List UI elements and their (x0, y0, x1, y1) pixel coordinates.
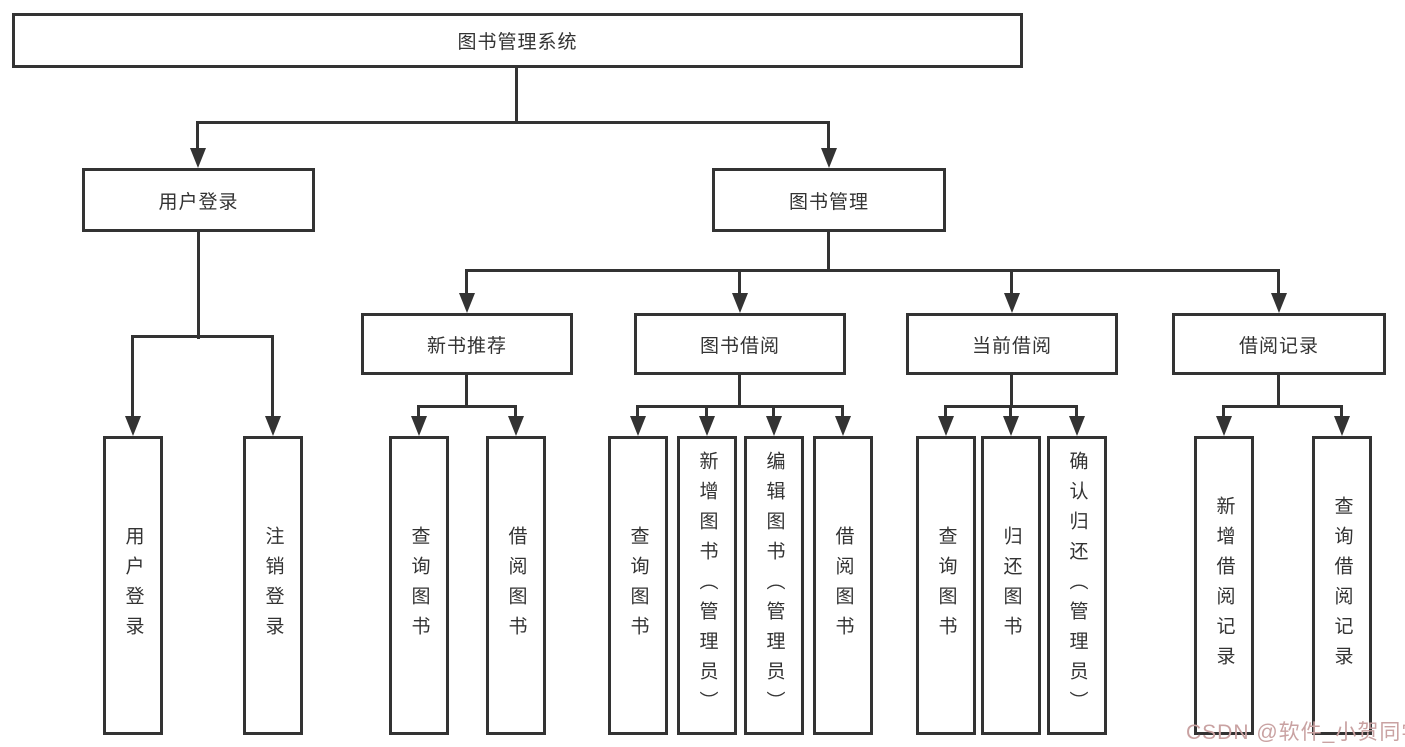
node-label: 新书推荐 (426, 335, 507, 357)
connector-line (465, 375, 468, 408)
leaf-label: 确认归还（管理员） (1066, 450, 1088, 721)
arrowhead-down-icon (766, 416, 782, 436)
leaf-label: 新增借阅记录 (1213, 495, 1235, 676)
node-label: 借阅记录 (1238, 335, 1319, 357)
arrowhead-down-icon (1003, 416, 1019, 436)
node-user-login: 用户登录 (82, 168, 315, 232)
connector-line (196, 121, 830, 124)
leaf-user-login: 用户登录 (103, 436, 163, 735)
leaf-label: 新增图书（管理员） (696, 450, 718, 721)
connector-line (1010, 375, 1013, 408)
leaf-add-borrow-record: 新增借阅记录 (1194, 436, 1254, 735)
leaf-borrow-books: 借阅图书 (813, 436, 873, 735)
connector-line (636, 405, 844, 408)
connector-line (841, 406, 844, 420)
node-label: 当前借阅 (971, 335, 1052, 357)
leaf-label: 借阅图书 (505, 525, 527, 646)
connector-line (1277, 270, 1280, 297)
connector-line (827, 232, 830, 272)
node-label: 图书管理 (788, 191, 869, 213)
arrowhead-down-icon (1004, 293, 1020, 313)
connector-line (738, 375, 741, 408)
arrowhead-down-icon (125, 416, 141, 436)
leaf-label: 借阅图书 (832, 525, 854, 646)
connector-line (772, 406, 775, 420)
node-borrowing-records: 借阅记录 (1172, 313, 1386, 375)
arrowhead-down-icon (732, 293, 748, 313)
connector-line (515, 68, 518, 123)
arrowhead-down-icon (1069, 416, 1085, 436)
leaf-query-borrow-record: 查询借阅记录 (1312, 436, 1372, 735)
connector-line (738, 270, 741, 297)
connector-line (417, 406, 420, 420)
leaf-label: 查询借阅记录 (1331, 495, 1353, 676)
node-label: 图书管理系统 (457, 32, 578, 53)
connector-line (1340, 406, 1343, 420)
arrowhead-down-icon (1334, 416, 1350, 436)
arrowhead-down-icon (508, 416, 524, 436)
connector-line (131, 336, 134, 420)
connector-line (1075, 406, 1078, 420)
connector-line (827, 121, 830, 152)
connector-line (944, 405, 1078, 408)
node-current-borrowing: 当前借阅 (906, 313, 1118, 375)
leaf-add-book-admin: 新增图书（管理员） (677, 436, 737, 735)
arrowhead-down-icon (1216, 416, 1232, 436)
leaf-borrow-books-recommend: 借阅图书 (486, 436, 546, 735)
connector-line (944, 406, 947, 420)
connector-line (417, 405, 517, 408)
arrowhead-down-icon (265, 416, 281, 436)
leaf-label: 用户登录 (122, 525, 144, 646)
connector-line (131, 335, 274, 338)
arrowhead-down-icon (630, 416, 646, 436)
connector-line (1222, 405, 1343, 408)
connector-line (1009, 406, 1012, 420)
leaf-query-books-recommend: 查询图书 (389, 436, 449, 735)
connector-line (465, 269, 1280, 272)
node-label: 用户登录 (158, 191, 239, 213)
arrowhead-down-icon (190, 148, 206, 168)
node-book-management: 图书管理 (712, 168, 946, 232)
leaf-confirm-return-admin: 确认归还（管理员） (1047, 436, 1107, 735)
leaf-label: 注销登录 (262, 525, 284, 646)
leaf-query-books-borrowing: 查询图书 (608, 436, 668, 735)
arrowhead-down-icon (835, 416, 851, 436)
connector-line (271, 336, 274, 420)
arrowhead-down-icon (1271, 293, 1287, 313)
connector-line (1222, 406, 1225, 420)
connector-line (197, 232, 200, 339)
connector-line (465, 270, 468, 297)
leaf-label: 查询图书 (627, 525, 649, 646)
connector-line (705, 406, 708, 420)
connector-line (1010, 270, 1013, 297)
arrowhead-down-icon (411, 416, 427, 436)
leaf-label: 编辑图书（管理员） (763, 450, 785, 721)
connector-line (196, 121, 199, 152)
leaf-logout: 注销登录 (243, 436, 303, 735)
leaf-label: 查询图书 (935, 525, 957, 646)
leaf-edit-book-admin: 编辑图书（管理员） (744, 436, 804, 735)
csdn-watermark: CSDN @软件_小贺同学 (1186, 721, 1405, 744)
leaf-label: 查询图书 (408, 525, 430, 646)
leaf-label: 归还图书 (1000, 525, 1022, 646)
leaf-return-book: 归还图书 (981, 436, 1041, 735)
arrowhead-down-icon (938, 416, 954, 436)
node-label: 图书借阅 (699, 335, 780, 357)
connector-line (1277, 375, 1280, 408)
node-book-borrowing: 图书借阅 (634, 313, 846, 375)
arrowhead-down-icon (459, 293, 475, 313)
arrowhead-down-icon (821, 148, 837, 168)
arrowhead-down-icon (699, 416, 715, 436)
node-library-management-system: 图书管理系统 (12, 13, 1023, 68)
leaf-query-books-current: 查询图书 (916, 436, 976, 735)
connector-line (636, 406, 639, 420)
node-new-book-recommend: 新书推荐 (361, 313, 573, 375)
connector-line (514, 406, 517, 420)
